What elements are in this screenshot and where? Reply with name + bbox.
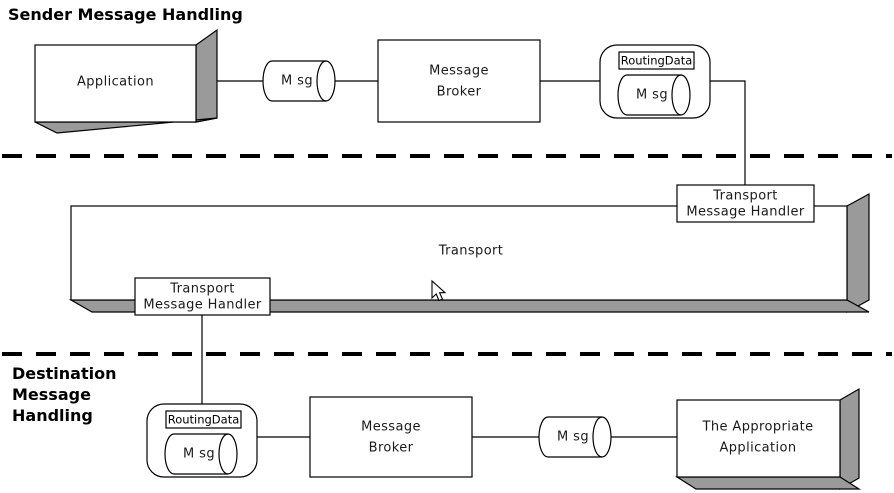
- destination-broker-label-line2: Broker: [369, 441, 414, 456]
- destination-broker-box: [309, 396, 473, 478]
- destination-envelope-msg-label: M sg: [183, 447, 215, 462]
- appropriate-application-front-face: [676, 399, 841, 478]
- node-appropriate-application: The Appropriate Application: [674, 387, 862, 491]
- transport-handler-left-line1: Transport: [169, 282, 235, 297]
- sender-broker-label-line2: Broker: [437, 85, 482, 100]
- sender-envelope-msg-label: M sg: [636, 88, 668, 103]
- transport-handler-right-box: [676, 184, 815, 223]
- destination-routing-data-box: [165, 410, 242, 429]
- application-right-face: [195, 28, 218, 123]
- transport-handler-right-line2: Message Handler: [686, 205, 805, 220]
- node-sender-msg: M sg: [262, 60, 336, 102]
- sender-msg-cylinder-cap: [316, 60, 327, 102]
- destination-msg-label: M sg: [557, 430, 589, 445]
- sender-broker-label-line1: Message: [429, 64, 489, 79]
- application-front-face: [34, 44, 197, 123]
- node-sender-routing-envelope: RoutingData M sg: [599, 44, 711, 119]
- destination-msg-cylinder-cap: [592, 416, 603, 458]
- node-destination-msg: M sg: [538, 416, 612, 458]
- appropriate-application-bottom-face: [674, 476, 862, 490]
- node-sender-message-broker: Message Broker: [377, 39, 541, 123]
- appropriate-application-right-face: [839, 387, 860, 491]
- transport-right-face: [846, 192, 870, 314]
- node-sender-application: Application: [34, 28, 218, 134]
- destination-envelope-msg-cap: [218, 433, 229, 475]
- destination-routing-data-label: RoutingData: [168, 413, 240, 427]
- node-destination-message-broker: Message Broker: [309, 396, 473, 478]
- sender-routing-data-label: RoutingData: [621, 54, 693, 68]
- application-label: Application: [77, 75, 154, 90]
- node-transport-message-handler-left: Transport Message Handler: [134, 277, 271, 316]
- transport-label: Transport: [438, 244, 504, 259]
- transport-handler-right-line1: Transport: [712, 189, 778, 204]
- transport-handler-left-line2: Message Handler: [143, 298, 262, 313]
- destination-broker-label-line1: Message: [361, 420, 421, 435]
- sender-section-title: Sender Message Handling: [8, 5, 243, 24]
- appropriate-application-line1: The Appropriate: [702, 420, 814, 435]
- sender-broker-box: [377, 39, 541, 123]
- transport-handler-left-box: [134, 277, 271, 316]
- sender-routing-data-box: [618, 51, 695, 70]
- node-transport-message-handler-right: Transport Message Handler: [676, 184, 815, 223]
- destination-section-title: Destination Message Handling: [12, 364, 117, 426]
- sender-msg-label: M sg: [281, 74, 313, 89]
- connector-envelope-to-transport-handler: [710, 80, 746, 186]
- node-destination-routing-envelope: RoutingData M sg: [146, 403, 258, 478]
- appropriate-application-line2: Application: [719, 441, 796, 456]
- sender-envelope-msg-cap: [671, 74, 682, 116]
